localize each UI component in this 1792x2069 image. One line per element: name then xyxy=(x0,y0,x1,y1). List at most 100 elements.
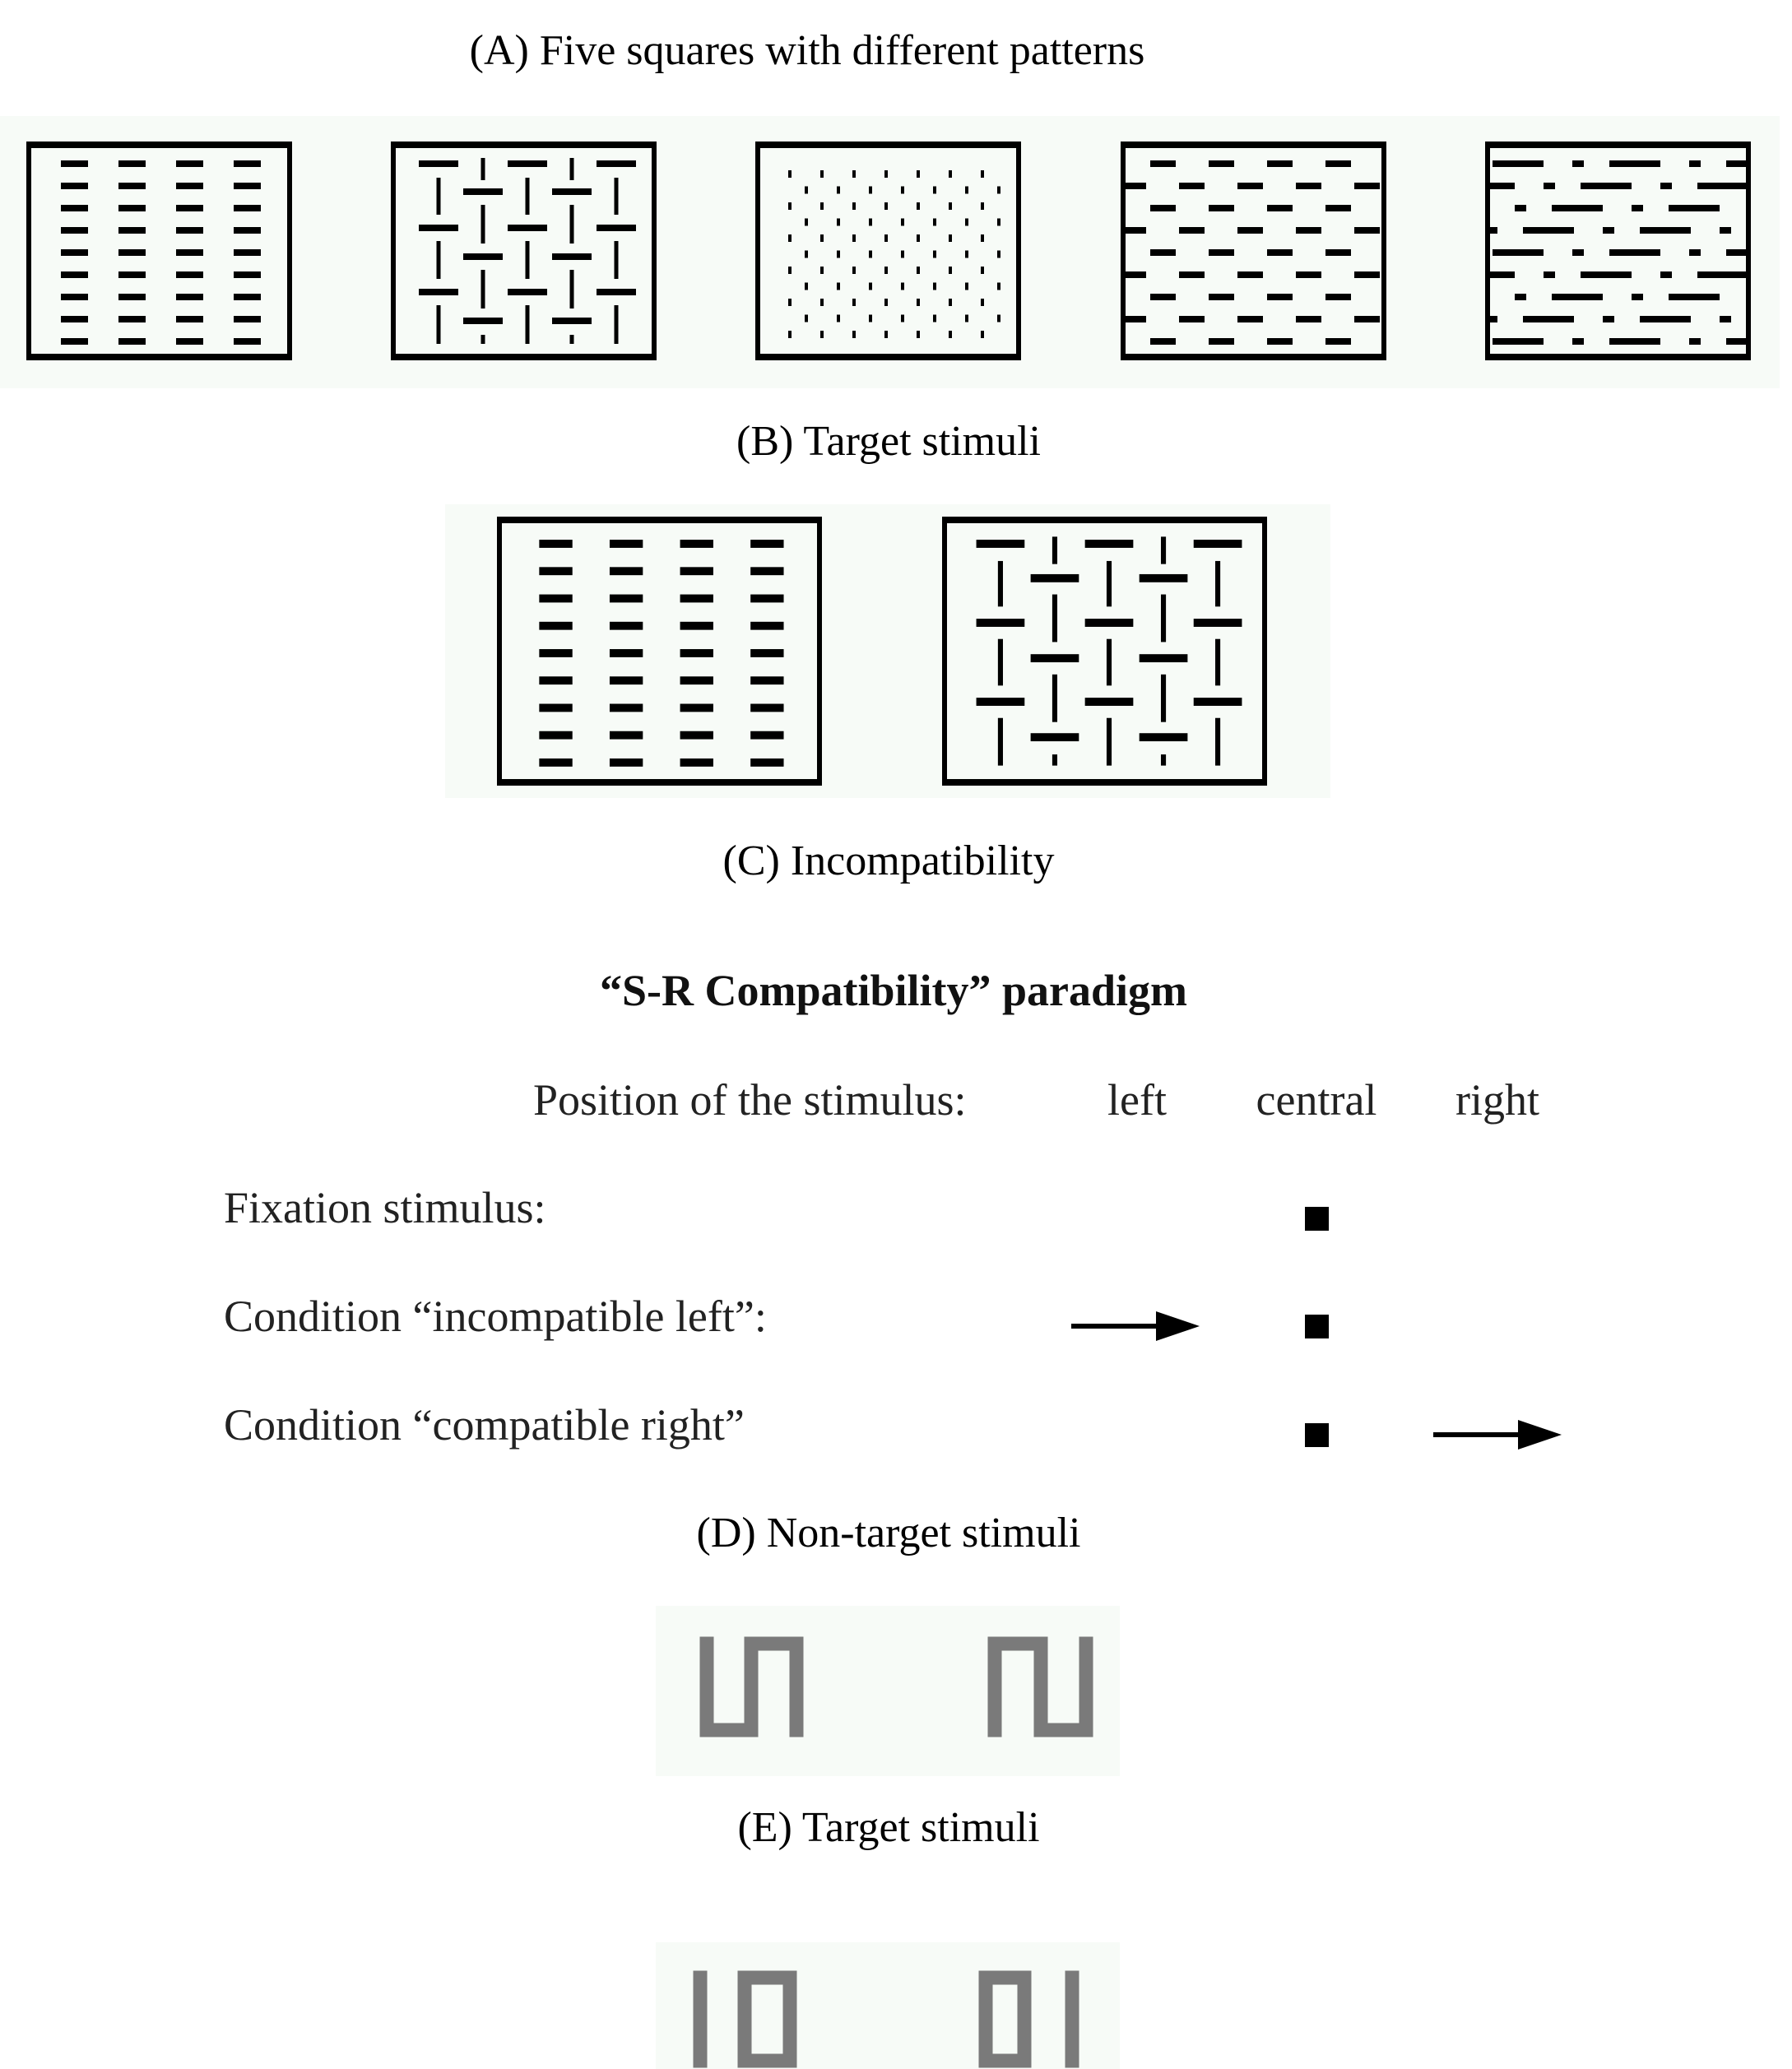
pattern-mark xyxy=(118,227,146,234)
position-label: Position of the stimulus: xyxy=(533,1075,967,1125)
pattern-mark xyxy=(609,731,643,740)
pattern-mark xyxy=(901,186,904,194)
pattern-mark xyxy=(419,225,458,231)
pattern-mark xyxy=(539,649,573,657)
pattern-mark xyxy=(750,758,784,767)
pattern-mark xyxy=(1515,205,1526,211)
pattern-mark xyxy=(552,188,592,195)
caption-b: (B) Target stimuli xyxy=(736,418,1041,465)
pattern-mark xyxy=(1150,338,1176,345)
pattern-mark xyxy=(1689,338,1701,345)
pattern-mark xyxy=(234,160,261,167)
pattern-mark xyxy=(788,267,792,274)
pattern-mark xyxy=(1209,338,1234,345)
pattern-mark xyxy=(997,638,1003,686)
fixation-square xyxy=(1305,1207,1329,1231)
pattern-mark xyxy=(1493,160,1544,167)
pattern-mark xyxy=(680,621,713,630)
pattern-mark xyxy=(965,218,968,226)
pattern-mark xyxy=(609,567,643,576)
pattern-mark xyxy=(1325,160,1351,167)
pattern-mark xyxy=(1785,294,1792,300)
pattern-mark xyxy=(1237,227,1263,234)
pattern-mark xyxy=(1726,249,1746,256)
pattern-mark xyxy=(1150,294,1176,300)
pattern-mark xyxy=(933,282,936,290)
pattern-mark xyxy=(1150,205,1176,211)
pattern-square-offset-dashes xyxy=(1121,141,1386,360)
position-central: central xyxy=(1256,1075,1377,1125)
pattern-mark xyxy=(981,299,984,306)
pattern-squares xyxy=(26,141,1792,786)
pattern-mark xyxy=(1552,294,1603,300)
pattern-mark xyxy=(61,183,88,189)
pattern-mark xyxy=(480,205,485,244)
pattern-mark xyxy=(614,178,619,215)
pattern-mark xyxy=(1179,271,1205,278)
row-fixation-label: Fixation stimulus: xyxy=(224,1183,546,1232)
pattern-mark xyxy=(997,282,1000,290)
pattern-mark xyxy=(788,202,792,210)
pattern-mark xyxy=(61,205,88,211)
pattern-mark xyxy=(820,299,824,306)
pattern-mark xyxy=(234,338,261,345)
pattern-mark xyxy=(1325,249,1351,256)
pattern-mark xyxy=(997,218,1000,226)
pattern-mark xyxy=(750,703,784,712)
pattern-mark xyxy=(234,249,261,256)
pattern-mark xyxy=(1544,271,1555,278)
pattern-mark xyxy=(419,289,458,295)
pattern-mark xyxy=(901,250,904,258)
pattern-mark xyxy=(680,567,713,576)
pattern-mark xyxy=(1354,183,1380,189)
pattern-square-dots xyxy=(755,141,1021,360)
pattern-mark xyxy=(933,186,936,194)
pattern-mark xyxy=(997,314,1000,322)
pattern-mark xyxy=(118,249,146,256)
caption-d: (D) Non-target stimuli xyxy=(697,1510,1081,1556)
pattern-mark xyxy=(965,282,968,290)
pattern-mark xyxy=(1160,594,1167,643)
pattern-mark xyxy=(1572,338,1584,345)
pattern-mark xyxy=(1267,160,1293,167)
pattern-mark xyxy=(436,241,441,279)
pattern-mark xyxy=(609,649,643,657)
target-stimulus-1 xyxy=(693,1970,797,2068)
pattern-mark xyxy=(680,703,713,712)
pattern-mark xyxy=(61,338,88,345)
pattern-mark xyxy=(933,218,936,226)
pattern-mark xyxy=(788,331,792,338)
pattern-mark xyxy=(1726,160,1746,167)
pattern-mark xyxy=(1296,227,1321,234)
pattern-mark xyxy=(1126,271,1146,278)
pattern-mark xyxy=(820,267,824,274)
pattern-mark xyxy=(539,540,573,548)
pattern-mark xyxy=(981,202,984,210)
pattern-mark xyxy=(436,178,441,215)
pattern-mark xyxy=(680,649,713,657)
pattern-mark xyxy=(750,676,784,685)
pattern-mark xyxy=(1552,205,1603,211)
pattern-mark xyxy=(1030,654,1079,663)
pattern-mark xyxy=(750,594,784,603)
pattern-square-dash-dot xyxy=(1485,141,1792,360)
pattern-mark xyxy=(569,158,574,180)
pattern-mark xyxy=(1697,183,1746,189)
pattern-mark xyxy=(805,218,808,226)
pattern-mark xyxy=(552,318,592,324)
pattern-mark xyxy=(788,299,792,306)
pattern-mark xyxy=(837,250,840,258)
pattern-mark xyxy=(901,218,904,226)
pattern-mark xyxy=(997,250,1000,258)
pattern-mark xyxy=(750,567,784,576)
pattern-mark xyxy=(884,267,888,274)
pattern-mark xyxy=(463,318,503,324)
pattern-mark xyxy=(176,227,203,234)
pattern-mark xyxy=(852,299,856,306)
non-target-stimulus-1 xyxy=(699,1636,804,1737)
pattern-mark xyxy=(1490,183,1515,189)
pattern-mark xyxy=(609,621,643,630)
pattern-mark xyxy=(1581,271,1632,278)
pattern-mark xyxy=(480,270,485,308)
position-right: right xyxy=(1455,1075,1539,1125)
